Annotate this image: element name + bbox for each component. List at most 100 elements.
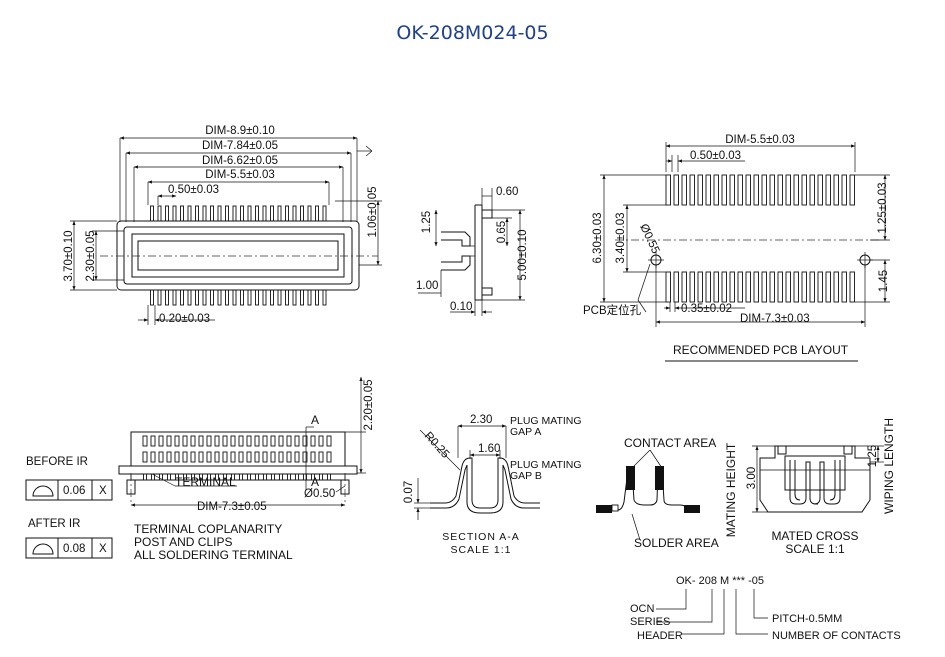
front-pin-lower (166, 451, 172, 463)
top-view: DIM-8.9±0.10 DIM-7.84±0.05 DIM-6.62±0.05… (63, 125, 382, 325)
pcb-pad-bottom (705, 271, 711, 303)
front-pin-foot (303, 473, 307, 481)
solder-area-label: SOLDER AREA (634, 536, 719, 550)
pcb-pad-bottom (729, 271, 735, 303)
front-pin (182, 435, 188, 447)
front-pin-foot (167, 473, 171, 481)
front-pin (254, 435, 260, 447)
section-2-30: 2.30 (470, 414, 492, 426)
top-pin (157, 205, 162, 222)
section-caption-2: SCALE 1:1 (451, 544, 512, 556)
pcb-pad-bottom (769, 271, 775, 303)
contact-area-view: CONTACT AREA SOLDER AREA (596, 436, 719, 550)
gap-a-line-1: PLUG MATING (510, 415, 582, 427)
front-pin-foot (207, 473, 211, 481)
front-pin (214, 435, 220, 447)
front-pin-lower (318, 451, 324, 463)
gap-b-line-1: PLUG MATING (510, 459, 582, 471)
pcb-pad-top (705, 174, 711, 206)
bottom-pin (172, 289, 177, 306)
front-pin-foot (255, 473, 259, 481)
front-pin (166, 435, 172, 447)
front-pin-foot (279, 473, 283, 481)
front-pin-foot (151, 473, 155, 481)
gap-b-line-2: GAP B (510, 470, 542, 482)
pcb-pad-bottom (665, 271, 671, 303)
pcb-pad-bottom (817, 271, 823, 303)
bottom-pin (150, 289, 154, 306)
front-view: 2.20±0.05 A A TERMINAL Ø0.50 DIM-7.3±0.0… (118, 376, 375, 513)
top-pin (322, 205, 327, 222)
wiping-length-label: WIPING LENGTH (882, 418, 896, 514)
pcb-pad-bottom (777, 271, 783, 303)
top-pin (172, 205, 177, 222)
pcb-3-40: 3.40±0.03 (615, 212, 627, 263)
bottom-pin (300, 289, 304, 306)
pcb-pad-top (737, 174, 743, 206)
bottom-pin (202, 289, 207, 306)
contact-area-label: CONTACT AREA (624, 436, 716, 450)
top-pin (195, 205, 199, 222)
pcb-pad-bottom (721, 271, 727, 303)
front-pin (190, 435, 196, 447)
pcb-pitch: 0.50±0.03 (690, 150, 741, 162)
front-pin-lower (254, 451, 260, 463)
top-pin (262, 205, 267, 222)
bottom-pin (262, 289, 267, 306)
front-pin-lower (222, 451, 228, 463)
front-pin-foot (191, 473, 195, 481)
pcb-pad-bottom (841, 271, 847, 303)
bottom-pin (195, 289, 199, 306)
front-pin-foot (271, 473, 275, 481)
pcb-pad-top (665, 174, 671, 206)
front-pin-foot (295, 473, 299, 481)
pcb-pad-bottom (753, 271, 759, 303)
front-pin-foot (159, 473, 163, 481)
front-pin-foot (175, 473, 179, 481)
header-label: HEADER (637, 630, 683, 642)
before-ir-value: 0.06 (63, 485, 85, 497)
section-mark-top: A (311, 413, 319, 427)
front-pin-lower (262, 451, 268, 463)
front-pin (158, 435, 164, 447)
dim-5-5: DIM-5.5±0.03 (205, 169, 275, 181)
pcb-pad-top (833, 174, 839, 206)
pcb-caption: RECOMMENDED PCB LAYOUT (673, 343, 849, 357)
front-pin-foot (239, 473, 243, 481)
height-1-06: 1.06±0.05 (367, 186, 379, 237)
after-ir-mark: X (99, 543, 107, 555)
pcb-pads (665, 174, 855, 303)
height-3-70: 3.70±0.10 (63, 230, 75, 281)
top-pin (247, 205, 252, 222)
pitch-label: 0.50±0.03 (168, 184, 219, 196)
pcb-pad-top (793, 174, 799, 206)
front-pin-lower (174, 451, 180, 463)
top-pin (232, 205, 237, 222)
front-pin (238, 435, 244, 447)
pitch-code-label: PITCH-0.5MM (772, 613, 842, 625)
front-pin-foot (327, 473, 331, 481)
pcb-pad-bottom (681, 271, 687, 303)
before-ir-label: BEFORE IR (26, 456, 88, 468)
front-pin-foot (231, 473, 235, 481)
side-0-10: 0.10 (450, 301, 472, 313)
section-view: 2.30 1.60 PLUG MATING GAP A PLUG MATING … (403, 414, 582, 556)
side-5-00: 5.00±0.10 (517, 229, 529, 280)
pcb-pad-top (769, 174, 775, 206)
pcb-pad-top (817, 174, 823, 206)
coplanarity-block: BEFORE IR 0.06 X AFTER IR 0.08 X TERMINA… (25, 456, 293, 562)
front-pin-lower (294, 451, 300, 463)
pcb-pad-bottom (825, 271, 831, 303)
series-label: SERIES (630, 616, 670, 628)
front-pin (174, 435, 180, 447)
front-pin-foot (199, 473, 203, 481)
front-pin (246, 435, 252, 447)
post-diameter: Ø0.50 (304, 488, 335, 500)
pcb-pad-top (801, 174, 807, 206)
section-1-60: 1.60 (478, 443, 500, 455)
dim-7-84: DIM-7.84±0.05 (202, 140, 278, 152)
top-pin (292, 205, 297, 222)
pcb-pad-top (745, 174, 751, 206)
after-ir-label: AFTER IR (28, 518, 80, 530)
front-pin (310, 435, 316, 447)
